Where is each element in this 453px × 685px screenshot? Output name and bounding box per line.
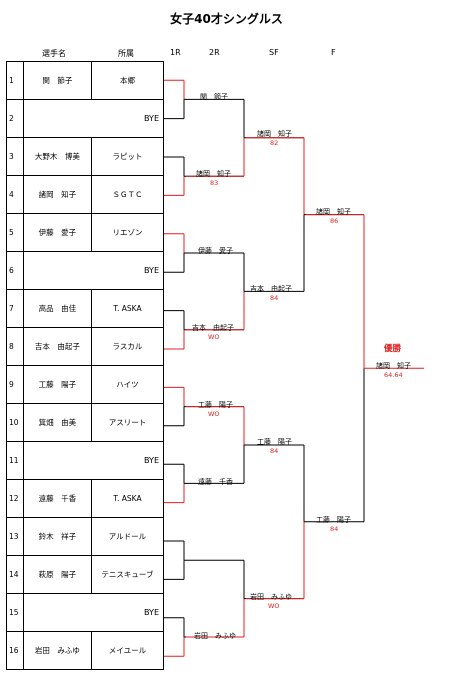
r2-score: 84 bbox=[270, 447, 279, 455]
bye-cell: BYE bbox=[22, 441, 165, 480]
header-sf: SF bbox=[269, 48, 279, 57]
r1-winner: 工藤 陽子 bbox=[198, 401, 233, 409]
r2-winner: 岩田 みふゆ bbox=[250, 593, 292, 601]
player-club: ラピット bbox=[90, 137, 165, 176]
player-club: T. ASKA bbox=[90, 289, 165, 328]
r2-score: WO bbox=[268, 602, 280, 610]
player-name: 工藤 陽子 bbox=[22, 365, 92, 404]
r1-score: WO bbox=[208, 410, 220, 418]
header-1r: 1R bbox=[170, 48, 181, 57]
player-club: アルドール bbox=[90, 517, 165, 556]
player-name: 大野木 博美 bbox=[22, 137, 92, 176]
header-f: F bbox=[331, 48, 336, 57]
player-name: 関 節子 bbox=[22, 61, 92, 100]
player-name: 岩田 みふゆ bbox=[22, 631, 92, 670]
final-score: 64.64 bbox=[384, 371, 403, 379]
page-title: 女子40才シングルス bbox=[170, 12, 283, 26]
sf-winner: 工藤 陽子 bbox=[316, 516, 351, 524]
r1-winner: 諸岡 知子 bbox=[196, 170, 231, 178]
player-name: 吉本 由起子 bbox=[22, 327, 92, 366]
sf-score: 84 bbox=[330, 525, 339, 533]
r2-winner: 諸岡 知子 bbox=[257, 130, 292, 138]
r2-score: 84 bbox=[270, 294, 279, 302]
champion-name: 諸岡 知子 bbox=[376, 362, 411, 370]
r2-winner: 吉本 由起子 bbox=[250, 285, 292, 293]
r1-winner: 遠藤 千香 bbox=[198, 478, 233, 486]
bye-cell: BYE bbox=[22, 99, 165, 138]
r1-winner: 関 節子 bbox=[200, 93, 228, 101]
header-club: 所属 bbox=[118, 49, 134, 58]
header-player: 選手名 bbox=[42, 49, 66, 58]
bye-cell: BYE bbox=[22, 593, 165, 632]
r2-score: 82 bbox=[270, 139, 279, 147]
sf-score: 86 bbox=[330, 217, 339, 225]
r1-score: WO bbox=[208, 333, 220, 341]
r1-winner: 吉本 由起子 bbox=[192, 324, 234, 332]
sf-winner: 諸岡 知子 bbox=[316, 208, 351, 216]
player-club: リエゾン bbox=[90, 213, 165, 252]
r1-score: 83 bbox=[210, 179, 219, 187]
bye-cell: BYE bbox=[22, 251, 165, 290]
r1-winner: 岩田 みふゆ bbox=[194, 632, 236, 640]
player-club: メイユール bbox=[90, 631, 165, 670]
header-2r: 2R bbox=[209, 48, 220, 57]
r2-winner: 工藤 陽子 bbox=[257, 438, 292, 446]
r1-winner: 伊藤 愛子 bbox=[198, 247, 233, 255]
champion-label: 優勝 bbox=[384, 344, 402, 354]
